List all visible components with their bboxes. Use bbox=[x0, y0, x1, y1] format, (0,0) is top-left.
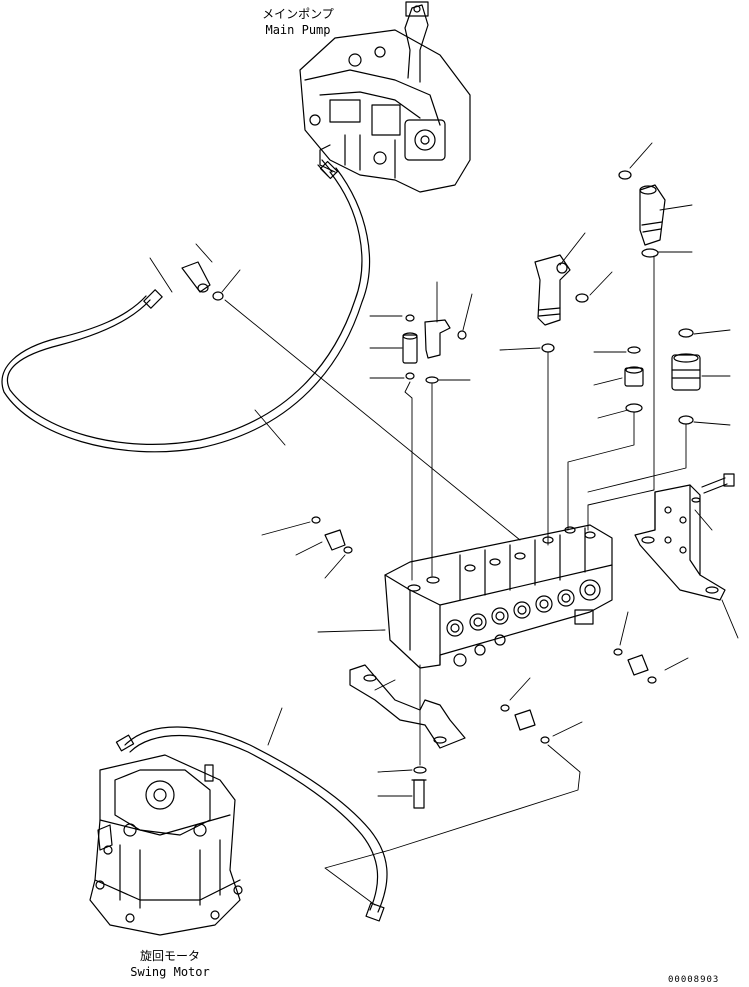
leader-lines bbox=[149, 142, 739, 906]
o-ring bbox=[541, 343, 555, 353]
adapter-left bbox=[324, 529, 346, 551]
main-pump-hose bbox=[1, 160, 371, 453]
o-ring bbox=[627, 346, 641, 354]
o-ring bbox=[212, 291, 224, 301]
adapter-lower-right bbox=[613, 648, 657, 684]
swing-motor bbox=[89, 754, 243, 936]
main-pump-label-jp: メインポンプ bbox=[262, 7, 334, 21]
o-ring bbox=[405, 314, 415, 322]
elbow-fitting-top-right bbox=[639, 184, 666, 246]
swing-motor-hose bbox=[115, 726, 388, 922]
elbow-fitting-center bbox=[534, 254, 571, 326]
small-fitting-right bbox=[624, 366, 644, 387]
o-ring bbox=[425, 376, 439, 384]
right-bracket bbox=[634, 473, 735, 601]
swing-motor-label-jp: 旋回モータ bbox=[139, 949, 200, 963]
o-ring bbox=[311, 516, 321, 524]
control-valve-block bbox=[384, 524, 613, 669]
elbow-fitting-center-small bbox=[424, 319, 451, 359]
o-ring bbox=[575, 293, 589, 303]
main-pump-label-en: Main Pump bbox=[265, 23, 331, 37]
adapter-lower-center bbox=[500, 704, 550, 744]
elbow-fitting-left bbox=[181, 261, 211, 293]
main-pump bbox=[299, 1, 471, 193]
o-ring bbox=[405, 372, 415, 380]
o-ring bbox=[457, 330, 467, 340]
document-number: 00008903 bbox=[668, 975, 720, 985]
o-ring bbox=[618, 170, 632, 180]
lower-bracket bbox=[349, 664, 466, 809]
small-fitting-center-left bbox=[402, 332, 418, 364]
o-ring bbox=[343, 546, 353, 554]
straight-fitting-right bbox=[671, 353, 701, 391]
o-ring bbox=[625, 403, 643, 413]
swing-motor-label-en: Swing Motor bbox=[130, 965, 210, 979]
o-ring bbox=[678, 328, 694, 338]
o-ring bbox=[678, 415, 694, 425]
o-ring bbox=[641, 248, 659, 258]
